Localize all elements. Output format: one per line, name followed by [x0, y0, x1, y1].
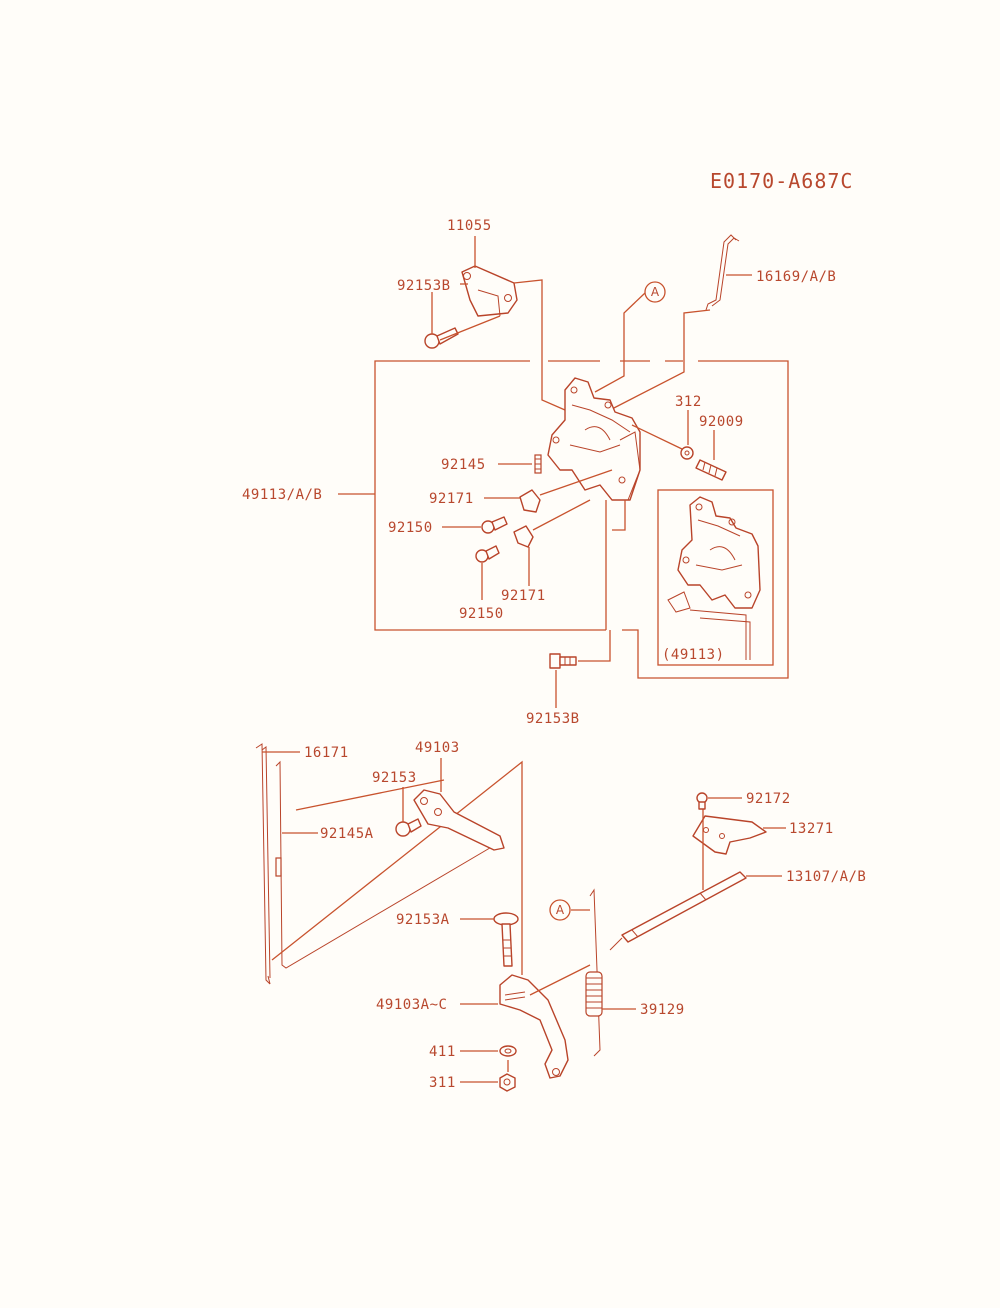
label-16171: 16171	[304, 745, 349, 761]
rod-16171	[255, 743, 271, 985]
inset-box-49113	[657, 489, 774, 666]
nut-312	[680, 446, 694, 460]
label-11055: 11055	[447, 218, 492, 234]
diagram-code: E0170-A687C	[710, 169, 853, 193]
washer-411	[499, 1045, 517, 1057]
label-92153b-bottom: 92153B	[526, 711, 580, 727]
reference-a-bottom: A	[549, 899, 571, 921]
rod-a-bottom	[589, 888, 601, 1057]
link-rod-92145a	[275, 760, 501, 969]
plate-13271	[692, 815, 767, 855]
governor-plate-49113	[547, 377, 641, 501]
label-49113-inset: (49113)	[662, 647, 725, 663]
label-16169: 16169/A/B	[756, 269, 836, 285]
label-49103a-c: 49103A~C	[376, 997, 447, 1013]
screw-92172	[696, 792, 708, 810]
bolt-92153	[395, 818, 422, 837]
label-92145a: 92145A	[320, 826, 374, 842]
inset-plate-49113	[667, 496, 761, 660]
bolt-92150-b	[475, 545, 500, 563]
label-92153b-top: 92153B	[397, 278, 451, 294]
svg-text:A: A	[651, 285, 660, 299]
label-92150-a: 92150	[388, 520, 433, 536]
nut-311	[499, 1073, 516, 1092]
bracket-11055	[461, 265, 518, 317]
label-311: 311	[429, 1075, 456, 1091]
label-13107: 13107/A/B	[786, 869, 866, 885]
label-49113: 49113/A/B	[242, 487, 322, 503]
label-92153: 92153	[372, 770, 417, 786]
label-92009: 92009	[699, 414, 744, 430]
label-92150-b: 92150	[459, 606, 504, 622]
label-312: 312	[675, 394, 702, 410]
bolt-92153b-top	[424, 327, 459, 349]
spring-39129	[585, 971, 603, 1017]
rod-16169	[705, 234, 740, 311]
assembly-box-49113	[374, 360, 789, 679]
lever-49103	[413, 789, 505, 851]
clip-92171-b	[513, 525, 534, 548]
label-39129: 39129	[640, 1002, 685, 1018]
clip-92171-a	[519, 489, 541, 513]
label-92172: 92172	[746, 791, 791, 807]
label-92145: 92145	[441, 457, 486, 473]
label-49103: 49103	[415, 740, 460, 756]
bolt-92009	[695, 459, 727, 481]
svg-text:A: A	[556, 903, 565, 917]
bolt-92153a	[493, 912, 519, 967]
label-92153a: 92153A	[396, 912, 450, 928]
bolt-92150-a	[481, 516, 508, 534]
label-13271: 13271	[789, 821, 834, 837]
shaft-13107	[609, 871, 747, 951]
bolt-92153b-bottom	[549, 653, 577, 669]
label-92171-b: 92171	[501, 588, 546, 604]
reference-a-top: A	[644, 281, 666, 303]
label-92171-a: 92171	[429, 491, 474, 507]
spring-92145	[534, 454, 542, 474]
label-411: 411	[429, 1044, 456, 1060]
lever-49103a-c	[499, 974, 569, 1079]
